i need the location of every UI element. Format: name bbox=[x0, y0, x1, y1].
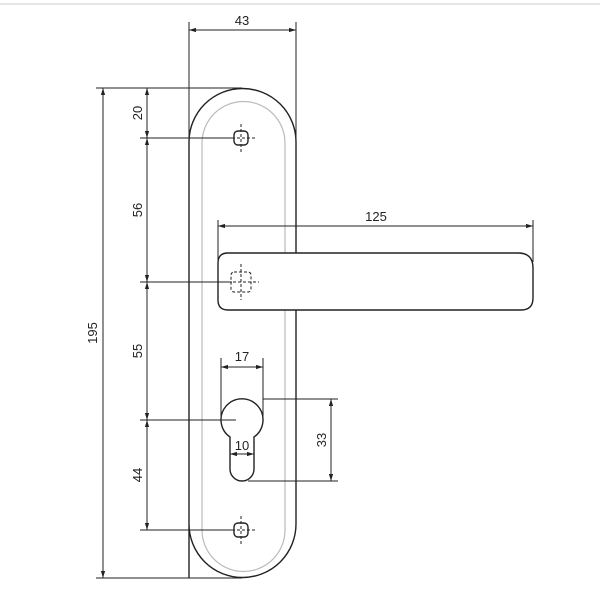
backplate-outline bbox=[188, 87, 297, 579]
dim-cylinder-height: 33 bbox=[314, 433, 329, 447]
dim-spindle-to-cylinder: 55 bbox=[130, 344, 145, 358]
dim-cylinder-slot-width: 10 bbox=[235, 438, 249, 453]
backplate-inner-outline bbox=[201, 100, 286, 573]
dim-total-height: 195 bbox=[85, 322, 100, 344]
dim-screw-to-spindle: 56 bbox=[130, 203, 145, 217]
dim-cylinder-head-width: 17 bbox=[235, 349, 249, 364]
dim-cylinder-to-screw: 44 bbox=[130, 468, 145, 482]
dim-top-to-screw: 20 bbox=[130, 106, 145, 120]
dim-lever-length: 125 bbox=[365, 209, 387, 224]
lever-handle bbox=[217, 252, 534, 311]
cylinder-keyhole bbox=[220, 398, 264, 482]
dim-plate-width: 43 bbox=[235, 13, 249, 28]
